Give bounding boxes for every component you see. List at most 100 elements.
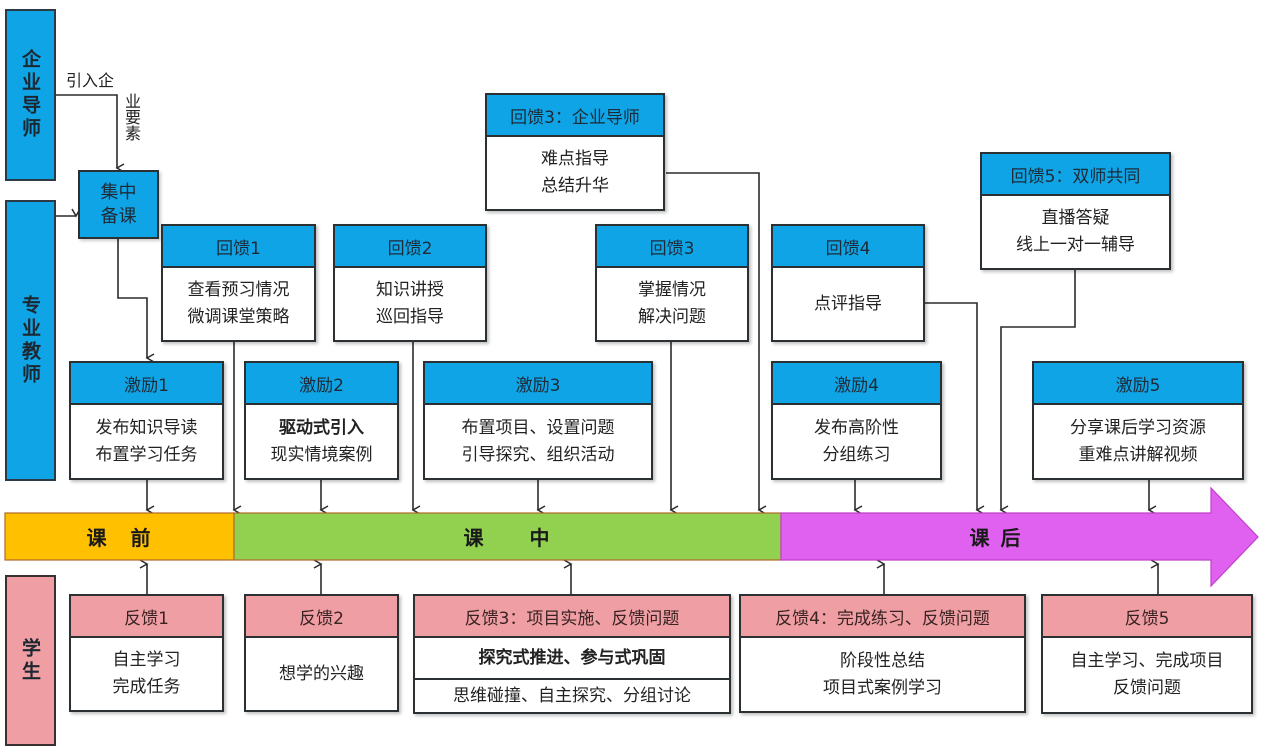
box-header: 回馈3 [597,226,747,268]
incentive-5-box: 激励5 分享课后学习资源 重难点讲解视频 [1032,361,1244,480]
role-professional-teacher: 专业教师 [5,200,56,481]
student-feedback-4-box: 反馈4：完成练习、反馈问题 阶段性总结 项目式案例学习 [739,594,1026,713]
body-line: 反馈问题 [1113,678,1181,698]
body-line: 线上一对一辅导 [1016,235,1135,255]
connector-feedback4 [924,302,985,515]
feedback-teacher-4-box: 回馈4 点评指导 [771,224,925,342]
student-feedback-1-box: 反馈1 自主学习 完成任务 [69,594,224,712]
box-header: 激励1 [71,363,222,405]
intro-label-horizontal: 引入企 [66,71,115,90]
role-label: 专业教师 [19,294,41,387]
incentive-3-box: 激励3 布置项目、设置问题 引导探究、组织活动 [423,361,653,480]
box-body: 发布高阶性 分组练习 [773,405,940,478]
role-enterprise-mentor: 企业导师 [5,9,56,181]
box-body: 自主学习 完成任务 [71,638,222,710]
box-body: 思维碰撞、自主探究、分组讨论 [415,680,729,712]
body-line: 掌握情况 [638,280,706,300]
prep-line-2: 备课 [100,205,137,227]
body-line: 思维碰撞、自主探究、分组讨论 [453,685,691,706]
body-line: 布置项目、设置问题 [461,417,615,438]
box-header: 回馈4 [773,226,923,268]
body-line: 知识讲授 [376,280,444,300]
box-header: 激励4 [773,363,940,405]
box-header: 反馈5 [1043,596,1251,638]
box-body: 查看预习情况 微调课堂策略 [163,268,314,340]
body-line: 直播答疑 [1041,208,1110,228]
feedback-teacher-2-box: 回馈2 知识讲授 巡回指导 [333,224,487,342]
box-body: 布置项目、设置问题 引导探究、组织活动 [425,405,651,478]
feedback-mentor-box: 回馈3：企业导师 难点指导 总结升华 [485,93,665,211]
body-line: 阶段性总结 [840,650,925,671]
box-header: 回馈2 [335,226,485,268]
prep-line-1: 集中 [100,181,137,203]
phase-pre-class-bar [4,512,235,561]
box-header: 激励3 [425,363,651,405]
box-body: 点评指导 [773,268,923,340]
body-line: 想学的兴趣 [279,663,364,684]
body-line: 布置学习任务 [95,444,198,465]
phase-post-class-label: 课 后 [969,526,1023,550]
incentive-2-box: 激励2 驱动式引入 现实情境案例 [244,361,399,480]
box-body: 分享课后学习资源 重难点讲解视频 [1034,405,1242,478]
body-line: 完成任务 [112,677,181,697]
box-header: 回馈5：双师共同 [982,154,1169,196]
box-body-bold: 探究式推进、参与式巩固 [415,638,729,680]
body-line: 发布高阶性 [814,417,899,438]
body-line: 自主学习 [112,650,181,670]
student-feedback-3-box: 反馈3：项目实施、反馈问题 探究式推进、参与式巩固 思维碰撞、自主探究、分组讨论 [413,594,731,714]
box-header: 回馈3：企业导师 [487,95,663,137]
collective-lesson-prep-box: 集中 备课 [78,170,159,239]
intro-label-vertical: 业要素 [122,93,141,141]
role-label: 学生 [19,637,41,684]
box-body: 想学的兴趣 [246,638,397,710]
body-line: 微调课堂策略 [187,307,290,327]
body-line: 分组练习 [822,444,891,465]
feedback-teacher-1-box: 回馈1 查看预习情况 微调课堂策略 [161,224,316,342]
body-line: 重难点讲解视频 [1078,444,1198,465]
connector-mentor-to-prep [56,94,125,173]
box-header: 反馈1 [71,596,222,638]
student-feedback-2-box: 反馈2 想学的兴趣 [244,594,399,712]
role-student: 学生 [5,575,56,746]
box-body: 难点指导 总结升华 [487,137,663,209]
incentive-1-box: 激励1 发布知识导读 布置学习任务 [69,361,224,480]
body-line: 巡回指导 [376,307,444,327]
box-body: 驱动式引入 现实情境案例 [246,405,397,478]
phase-in-class-label: 课 中 [463,526,552,550]
box-header: 回馈1 [163,226,314,268]
body-line: 难点指导 [541,149,609,169]
box-body: 直播答疑 线上一对一辅导 [982,196,1169,268]
body-line-bold: 探究式推进、参与式巩固 [478,647,666,668]
feedback-teacher-3-box: 回馈3 掌握情况 解决问题 [595,224,749,342]
box-body: 阶段性总结 项目式案例学习 [741,638,1024,711]
box-body: 掌握情况 解决问题 [597,268,747,340]
body-line: 解决问题 [638,307,706,327]
box-header: 激励2 [246,363,397,405]
phase-in-class-bar [233,512,782,561]
box-header: 反馈4：完成练习、反馈问题 [741,596,1024,638]
body-line: 发布知识导读 [95,417,198,438]
feedback-dual-box: 回馈5：双师共同 直播答疑 线上一对一辅导 [980,152,1171,270]
box-body: 发布知识导读 布置学习任务 [71,405,222,478]
role-label: 企业导师 [19,49,41,141]
connector-feedback-mentor [666,172,767,515]
body-line: 自主学习、完成项目 [1070,651,1224,671]
body-line-bold: 驱动式引入 [279,417,364,438]
phase-post-class-arrow [780,486,1259,588]
incentive-4-box: 激励4 发布高阶性 分组练习 [771,361,942,480]
student-feedback-5-box: 反馈5 自主学习、完成项目 反馈问题 [1041,594,1253,714]
body-line: 现实情境案例 [270,444,373,465]
phase-pre-class-label: 课 前 [86,526,153,550]
box-header: 反馈2 [246,596,397,638]
body-line: 总结升华 [541,176,609,196]
box-header: 激励5 [1034,363,1242,405]
box-header: 反馈3：项目实施、反馈问题 [415,596,729,638]
body-line: 分享课后学习资源 [1070,417,1206,438]
body-line: 项目式案例学习 [823,677,942,698]
body-line: 引导探究、组织活动 [461,444,615,465]
box-body: 知识讲授 巡回指导 [335,268,485,340]
box-body: 自主学习、完成项目 反馈问题 [1043,638,1251,712]
connector-feedback-dual [999,269,1076,515]
